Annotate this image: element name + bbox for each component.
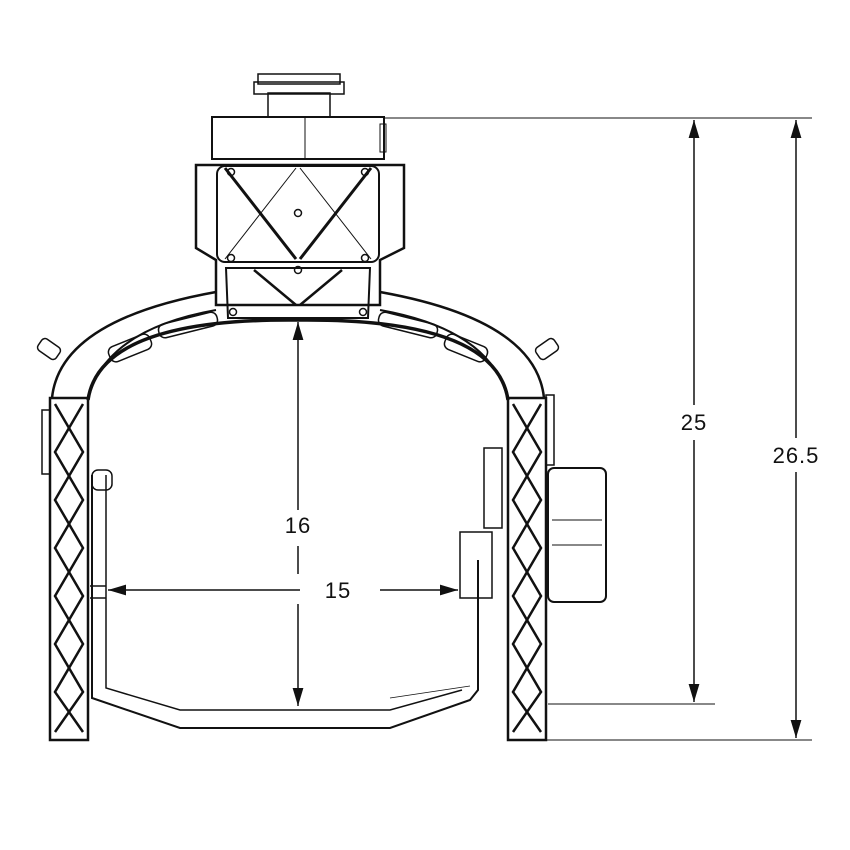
dimension-25: [384, 117, 812, 705]
dimension-26-5: [546, 120, 812, 741]
camera-cage: [90, 469, 479, 729]
dim-label-26-5: 26.5: [773, 443, 820, 468]
right-arm: [459, 394, 607, 742]
dim-label-15: 15: [325, 578, 351, 603]
top-mount: [211, 73, 387, 160]
head-block: [194, 163, 406, 319]
dim-label-16: 16: [285, 513, 311, 538]
left-arm: [41, 396, 90, 742]
arc-yoke: [36, 290, 560, 401]
dim-label-25: 25: [681, 410, 707, 435]
